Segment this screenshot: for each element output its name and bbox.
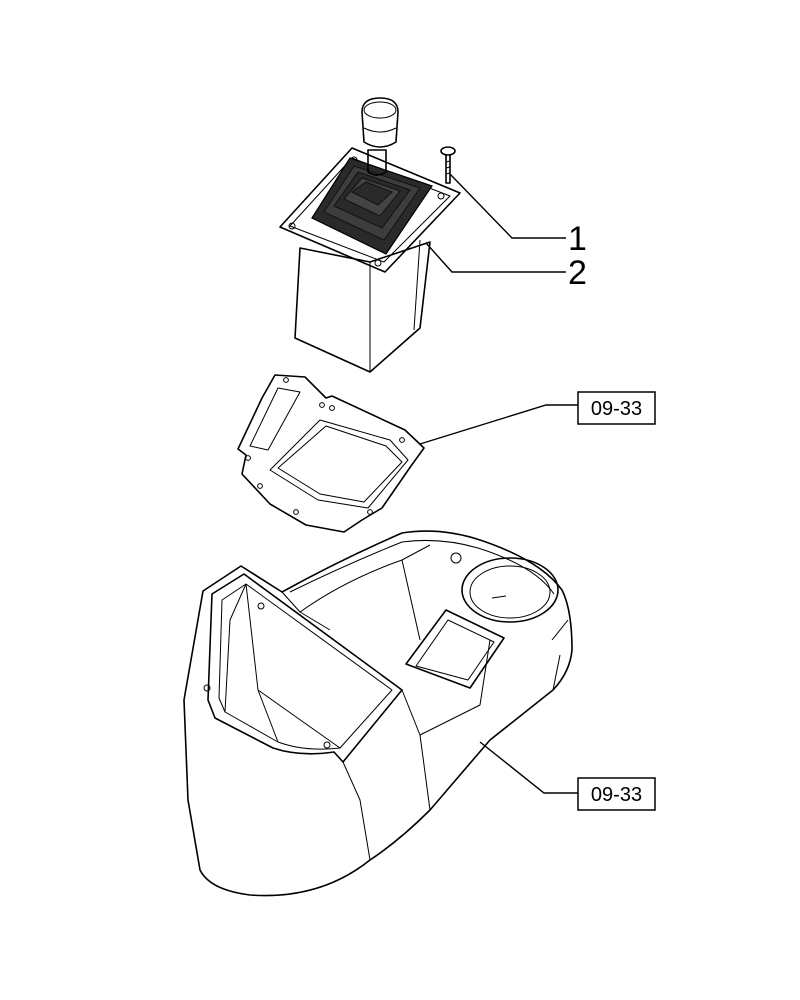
- console-housing: [183, 530, 573, 897]
- leader-2: [425, 242, 566, 273]
- joystick-assembly: [279, 97, 461, 373]
- gasket-plate: [237, 374, 425, 533]
- callout-2: 2: [568, 254, 587, 292]
- reference-box-console: 09-33: [577, 777, 656, 811]
- callout-1: 1: [568, 220, 587, 258]
- screw: [440, 146, 456, 184]
- leader-1: [448, 172, 566, 239]
- leader-ref-gasket: [419, 404, 578, 445]
- reference-label-gasket: 09-33: [591, 398, 642, 420]
- reference-label-console: 09-33: [591, 784, 642, 806]
- leader-ref-console: [479, 741, 578, 794]
- reference-box-gasket: 09-33: [577, 391, 656, 425]
